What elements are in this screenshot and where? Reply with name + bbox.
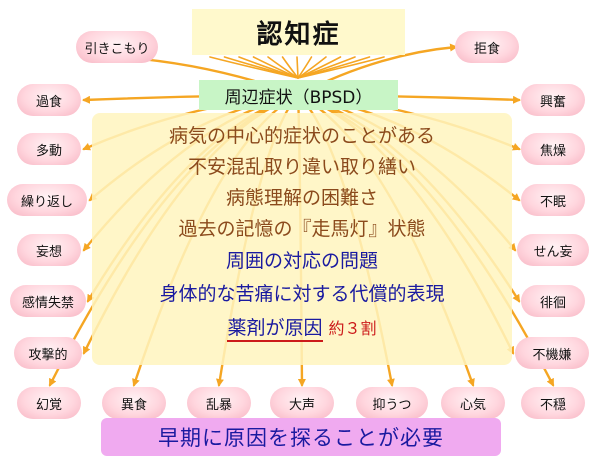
fan-line — [297, 56, 313, 79]
symptom-right-7: 不機嫌 — [515, 337, 589, 369]
subtitle-text: 周辺症状（BPSD） — [224, 87, 373, 108]
symptom-left-7: 攻撃的 — [14, 337, 82, 369]
symptom-bottom-1: 異食 — [102, 387, 166, 419]
title-box: 認知症 — [192, 9, 405, 55]
subtitle-box: 周辺症状（BPSD） — [199, 80, 398, 110]
cause-line-4: 過去の記憶の『走馬灯』状態 — [178, 218, 426, 240]
symptom-bottom-5: 心気 — [441, 387, 505, 419]
drug-cause-ratio: 約３割 — [328, 319, 377, 338]
symptom-left-5: 妄想 — [17, 234, 81, 266]
symptom-right-3: 焦燥 — [521, 133, 585, 165]
symptom-left-2: 過食 — [17, 84, 81, 116]
symptom-right-2: 興奮 — [521, 84, 585, 116]
cause-line-1: 病気の中心的症状のことがある — [168, 125, 435, 147]
fan-line — [281, 56, 299, 79]
drug-cause-label: 薬剤が原因 — [227, 317, 323, 342]
symptom-right-4: 不眠 — [521, 184, 585, 216]
cause-line-3: 病態理解の困難さ — [225, 187, 378, 209]
symptom-left-1: 引きこもり — [76, 31, 158, 63]
drug-cause-row: 薬剤が原因約３割 — [92, 313, 512, 342]
symptom-left-6: 感情失禁 — [10, 285, 86, 317]
fan-line — [267, 56, 299, 79]
cause-line-6: 身体的な苦痛に対する代償的表現 — [159, 283, 445, 305]
conclusion-box: 早期に原因を探ることが必要 — [101, 418, 501, 456]
symptom-left-4: 繰り返し — [7, 184, 87, 216]
fan-line — [296, 56, 299, 79]
title-text: 認知症 — [256, 19, 341, 50]
cause-line-2: 不安混乱取り違い取り繕い — [187, 156, 416, 178]
symptom-bottom-2: 乱暴 — [187, 387, 251, 419]
symptom-left-3: 多動 — [17, 133, 81, 165]
symptom-right-8: 不穏 — [521, 387, 585, 419]
symptom-right-1: 拒食 — [455, 31, 519, 63]
cause-line-5: 周囲の対応の問題 — [225, 250, 378, 272]
symptom-left-8: 幻覚 — [17, 387, 81, 419]
symptom-right-5: せん妄 — [517, 234, 589, 266]
fan-line — [297, 56, 385, 79]
symptom-bottom-3: 大声 — [270, 387, 334, 419]
symptom-right-6: 徘徊 — [521, 285, 585, 317]
conclusion-text: 早期に原因を探ることが必要 — [158, 426, 444, 450]
symptom-bottom-4: 抑うつ — [356, 387, 428, 419]
causes-panel — [92, 113, 512, 365]
